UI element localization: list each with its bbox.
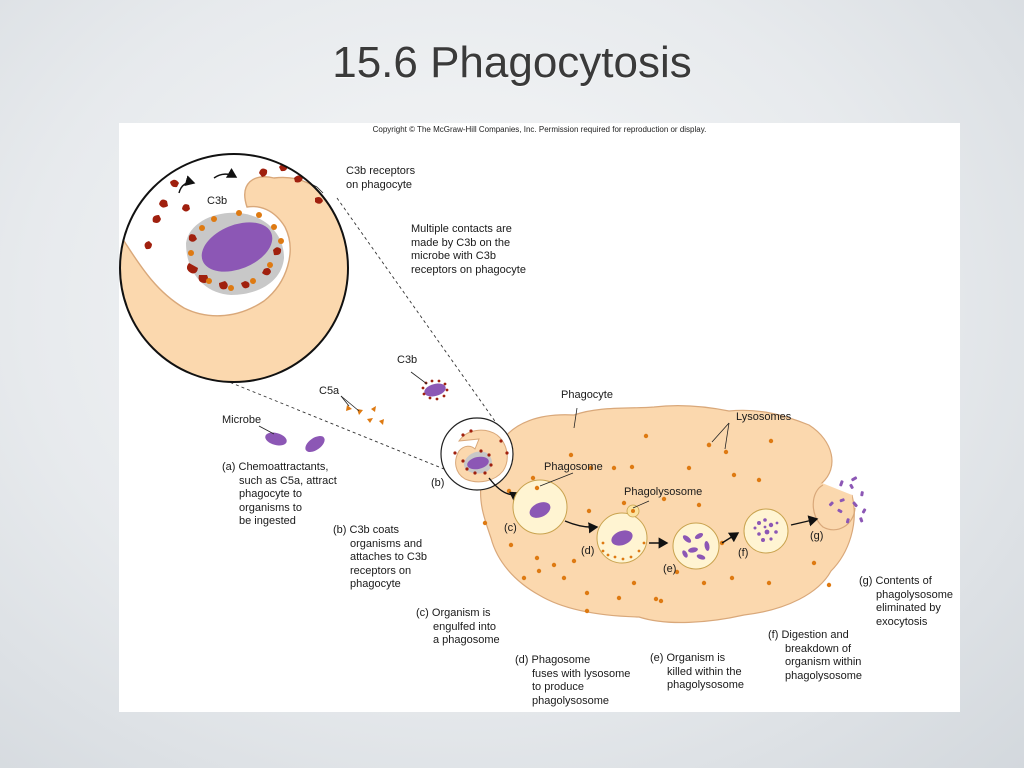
lysosome-dots — [482, 433, 832, 614]
c5a-molecules — [346, 405, 384, 425]
step-e-phagolysosome — [672, 522, 720, 570]
step-f-digestion — [743, 508, 789, 554]
label-phagosome: Phagosome — [544, 461, 603, 473]
step-d-fusion — [596, 504, 648, 564]
step-b-circle — [440, 417, 514, 491]
step-label-e: (e) — [663, 563, 677, 575]
caption-a: (a) Chemoattractants, such as C5a, attra… — [222, 461, 337, 527]
arrow-f-to-g — [790, 515, 819, 527]
caption-e: (e) Organism is killed within the phagol… — [650, 652, 745, 691]
caption-f: (f) Digestion and breakdown of organism … — [768, 629, 863, 682]
inset-magnified-view — [119, 153, 349, 383]
copyright-notice: Copyright © The McGraw-Hill Companies, I… — [372, 125, 707, 134]
label-phagocyte: Phagocyte — [561, 389, 613, 401]
step-g-expelled-contents — [828, 476, 867, 524]
label-microbe: Microbe — [222, 414, 262, 426]
step-label-g: (g) — [810, 530, 824, 542]
step-label-d: (d) — [581, 545, 595, 557]
step-label-f: (f) — [738, 547, 749, 559]
caption-b: (b) C3b coats organisms and attaches to … — [333, 524, 428, 590]
exocytosis-opening — [812, 484, 856, 531]
step-label-b: (b) — [431, 477, 445, 489]
caption-c: (c) Organism is engulfed into a phagosom… — [416, 607, 500, 646]
caption-g: (g) Contents of phagolysosome eliminated… — [859, 575, 954, 628]
label-c3b: C3b — [397, 354, 418, 366]
step-c-phagosome — [512, 479, 568, 535]
slide-title: 15.6 Phagocytosis — [332, 38, 692, 87]
label-c5a: C5a — [319, 385, 340, 397]
microbes — [265, 432, 325, 452]
label-lysosomes: Lysosomes — [736, 411, 792, 423]
step-label-c: (c) — [504, 522, 517, 534]
label-phagolysosome: Phagolysosome — [624, 486, 703, 498]
label-c3b-receptors: C3b receptors on phagocyte — [346, 165, 416, 191]
caption-d: (d) Phagosome fuses with lysosome to pro… — [515, 654, 631, 707]
arrow-c-to-d — [564, 520, 599, 534]
zoom-line-top — [336, 197, 510, 442]
figure-illustration — [119, 153, 867, 624]
inset-arrow-left — [178, 175, 196, 194]
label-multiple-contacts: Multiple contacts are made by C3b on the… — [411, 223, 526, 276]
label-c3b-inset: C3b — [207, 195, 228, 207]
inset-arrow-right — [213, 167, 238, 179]
arrow-e-to-f — [721, 532, 740, 544]
phagocytosis-figure: Copyright © The McGraw-Hill Companies, I… — [119, 123, 960, 712]
